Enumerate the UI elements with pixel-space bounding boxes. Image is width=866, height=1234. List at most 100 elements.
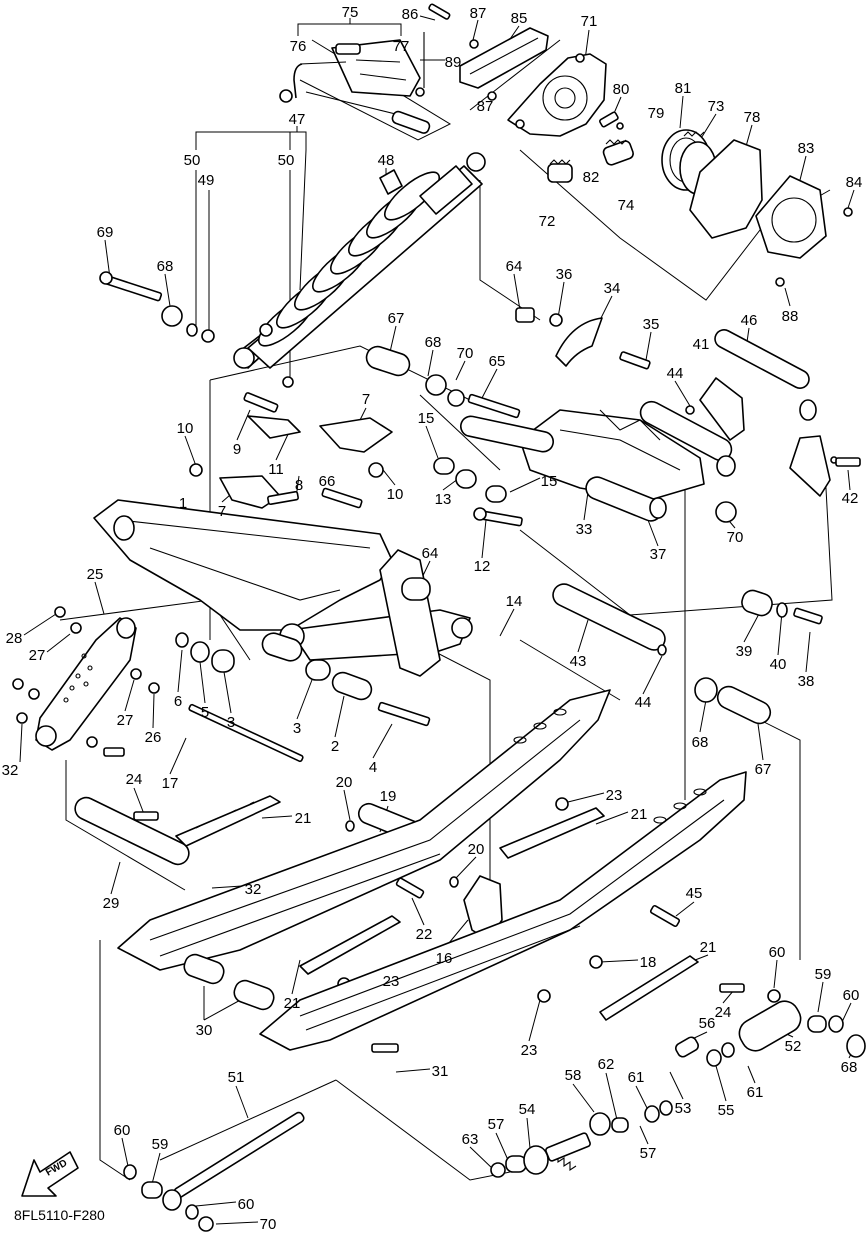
callout-30: 30 xyxy=(196,1022,213,1039)
callout-20: 20 xyxy=(336,774,353,791)
callout-20: 20 xyxy=(468,841,485,858)
callout-3: 3 xyxy=(227,714,235,731)
callout-14: 14 xyxy=(506,593,523,610)
callout-26: 26 xyxy=(145,729,162,746)
callout-23: 23 xyxy=(521,1042,538,1059)
callout-54: 54 xyxy=(519,1101,536,1118)
callout-47: 47 xyxy=(289,111,306,128)
callout-77: 77 xyxy=(393,38,410,55)
callout-52: 52 xyxy=(785,1038,802,1055)
callout-50: 50 xyxy=(278,152,295,169)
callout-21: 21 xyxy=(284,995,301,1012)
rear-suspension-arm xyxy=(365,307,861,527)
callout-10: 10 xyxy=(387,486,404,503)
callout-74: 74 xyxy=(618,197,635,214)
callout-38: 38 xyxy=(798,673,815,690)
callout-36: 36 xyxy=(556,266,573,283)
drive-gear-cover-assembly xyxy=(507,53,853,287)
callout-24: 24 xyxy=(126,771,143,788)
callout-35: 35 xyxy=(643,316,660,333)
callout-18: 18 xyxy=(640,954,657,971)
callout-22: 22 xyxy=(416,926,433,943)
callout-60: 60 xyxy=(238,1196,255,1213)
callout-51: 51 xyxy=(228,1069,245,1086)
callout-64: 64 xyxy=(506,258,523,275)
main-slide-frames xyxy=(117,689,747,1053)
rear-idler-shaft-parts xyxy=(123,989,866,1232)
callout-53: 53 xyxy=(675,1100,692,1117)
callout-83: 83 xyxy=(798,140,815,157)
leader-lines xyxy=(19,15,855,1225)
callout-60: 60 xyxy=(114,1122,131,1139)
callout-31: 31 xyxy=(432,1063,449,1080)
callout-15: 15 xyxy=(418,410,435,427)
callout-89: 89 xyxy=(445,54,462,71)
callout-7: 7 xyxy=(362,391,370,408)
callout-40: 40 xyxy=(770,656,787,673)
callout-68: 68 xyxy=(841,1059,858,1076)
callout-44: 44 xyxy=(635,694,652,711)
callout-88: 88 xyxy=(782,308,799,325)
callout-79: 79 xyxy=(648,105,665,122)
callout-42: 42 xyxy=(842,490,859,507)
callout-70: 70 xyxy=(457,345,474,362)
callout-12: 12 xyxy=(474,558,491,575)
callout-6: 6 xyxy=(174,693,182,710)
callout-50: 50 xyxy=(184,152,201,169)
callout-60: 60 xyxy=(843,987,860,1004)
callout-60: 60 xyxy=(769,944,786,961)
callout-70: 70 xyxy=(260,1216,277,1233)
callout-82: 82 xyxy=(583,169,600,186)
callout-73: 73 xyxy=(708,98,725,115)
callout-25: 25 xyxy=(87,566,104,583)
callout-59: 59 xyxy=(815,966,832,983)
callout-27: 27 xyxy=(29,647,46,664)
diagram-code: 8FL5110-F280 xyxy=(14,1207,105,1223)
callout-72: 72 xyxy=(539,213,556,230)
callout-78: 78 xyxy=(744,109,761,126)
callout-61: 61 xyxy=(747,1084,764,1101)
callout-57: 57 xyxy=(640,1145,657,1162)
callout-80: 80 xyxy=(613,81,630,98)
callout-32: 32 xyxy=(2,762,19,779)
callout-66: 66 xyxy=(319,473,336,490)
callout-67: 67 xyxy=(755,761,772,778)
callout-70: 70 xyxy=(727,529,744,546)
callout-39: 39 xyxy=(736,643,753,660)
callout-15: 15 xyxy=(541,473,558,490)
callout-9: 9 xyxy=(233,441,241,458)
callout-68: 68 xyxy=(425,334,442,351)
pivot-bushings xyxy=(175,632,431,727)
callout-3: 3 xyxy=(293,720,301,737)
callout-48: 48 xyxy=(378,152,395,169)
callout-28: 28 xyxy=(6,630,23,647)
cross-shafts xyxy=(74,583,823,888)
callout-24: 24 xyxy=(715,1004,732,1021)
shock-lower-mount-parts xyxy=(99,271,215,343)
callout-27: 27 xyxy=(117,712,134,729)
callout-55: 55 xyxy=(718,1102,735,1119)
callout-8: 8 xyxy=(295,477,303,494)
callout-85: 85 xyxy=(511,10,528,27)
shock-upper-mount-assembly xyxy=(279,3,549,134)
callout-49: 49 xyxy=(198,172,215,189)
callout-41: 41 xyxy=(693,336,710,353)
callout-57: 57 xyxy=(488,1116,505,1133)
callout-23: 23 xyxy=(383,973,400,990)
callout-19: 19 xyxy=(380,788,397,805)
callout-16: 16 xyxy=(436,950,453,967)
callout-68: 68 xyxy=(157,258,174,275)
front-swing-arm xyxy=(93,392,473,677)
callout-21: 21 xyxy=(700,939,717,956)
callout-76: 76 xyxy=(290,38,307,55)
callout-21: 21 xyxy=(631,806,648,823)
callout-86: 86 xyxy=(402,6,419,23)
callout-71: 71 xyxy=(581,13,598,30)
callout-87: 87 xyxy=(477,98,494,115)
callout-64: 64 xyxy=(422,545,439,562)
callout-2: 2 xyxy=(331,738,339,755)
idler-link-arm xyxy=(12,606,160,757)
callout-68: 68 xyxy=(692,734,709,751)
